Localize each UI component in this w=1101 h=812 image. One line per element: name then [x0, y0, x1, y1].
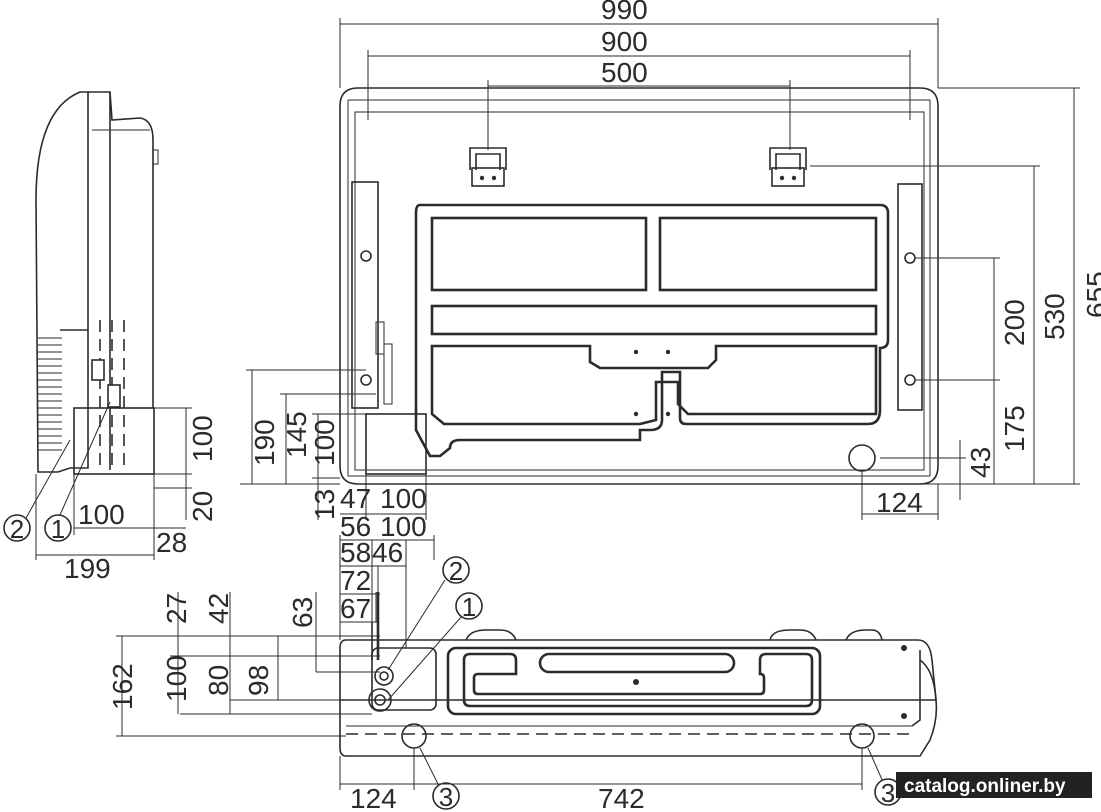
- front-dim-530: 530: [1039, 293, 1070, 340]
- front-dim-100-w: 100: [380, 483, 427, 514]
- top-slot: [538, 652, 736, 674]
- top-pipe-box: [371, 647, 437, 711]
- top-dim-98: 98: [243, 665, 274, 696]
- top-foot-right: [849, 723, 875, 749]
- side-callout-1: [44, 514, 72, 542]
- top-dim-42: 42: [203, 593, 234, 624]
- front-dim-43: 43: [965, 447, 996, 478]
- front-long-slot: [430, 304, 878, 336]
- front-dim-100-h: 100: [309, 419, 340, 466]
- top-callout-2-label: 2: [449, 556, 463, 586]
- watermark-background: [896, 772, 1092, 798]
- top-dim-67: 67: [340, 593, 371, 624]
- top-dim-80: 80: [203, 665, 234, 696]
- top-dim-100: 100: [380, 511, 427, 542]
- front-dim-47: 47: [340, 483, 371, 514]
- front-drain-pan-outline: [414, 203, 890, 458]
- top-drain-channel: [462, 652, 814, 708]
- top-dim-56: 56: [340, 511, 371, 542]
- front-dim-145: 145: [281, 411, 312, 458]
- side-dim-100-h: 100: [187, 415, 218, 462]
- right-hook: [769, 147, 807, 187]
- side-dim-199: 199: [64, 553, 111, 584]
- left-hook: [469, 147, 507, 187]
- watermark: catalog.onliner.by: [904, 776, 1066, 797]
- front-drain-hole: [848, 444, 876, 472]
- top-dim-27: 27: [161, 593, 192, 624]
- side-view: 2 1 100 28 199 100 20: [3, 91, 218, 584]
- top-callout-3-right-label: 3: [881, 778, 895, 808]
- top-dim-100: 100: [161, 655, 192, 702]
- side-rear-outline: [88, 91, 154, 408]
- front-dim-124: 124: [876, 487, 923, 518]
- front-dim-500: 500: [601, 57, 648, 88]
- side-pipe-1: [91, 359, 105, 381]
- side-callout-1-label: 1: [51, 514, 65, 544]
- top-dim-124: 124: [350, 783, 397, 812]
- mount-hole-lt: [360, 250, 372, 262]
- front-inner-frame: [354, 111, 925, 471]
- top-pipe-1: [374, 666, 394, 686]
- left-bracket: [351, 181, 379, 409]
- top-view: 56 100 58 46 72 67 162 27 100 42 80 98 6…: [107, 511, 938, 812]
- top-dim-46: 46: [372, 537, 403, 568]
- front-dim-13: 13: [309, 489, 340, 520]
- side-callout-2: [3, 514, 31, 542]
- top-dim-742: 742: [598, 783, 645, 812]
- front-dim-175: 175: [999, 405, 1030, 452]
- mount-hole-rb: [904, 374, 916, 386]
- side-body-outline: [35, 91, 89, 473]
- top-dim-72: 72: [340, 565, 371, 596]
- top-callout-2: [442, 556, 470, 584]
- top-outer-body: [339, 639, 938, 757]
- top-center-dot: [633, 679, 639, 685]
- front-dim-990: 990: [601, 0, 648, 25]
- front-panel-left: [430, 216, 648, 292]
- right-bracket: [897, 183, 923, 411]
- front-pipe-box: [365, 413, 427, 475]
- front-panel-right: [658, 216, 878, 292]
- top-dim-58: 58: [340, 537, 371, 568]
- front-dim-655: 655: [1081, 271, 1101, 318]
- side-base-box: [73, 407, 155, 475]
- side-dim-100-w: 100: [78, 499, 125, 530]
- side-grille: [38, 337, 62, 451]
- side-pipe-2: [107, 384, 121, 408]
- side-dim-28: 28: [156, 527, 187, 558]
- front-lower-channel: [430, 344, 878, 426]
- top-callout-3-left: [432, 782, 460, 810]
- side-clip: [152, 149, 159, 165]
- front-dim-200: 200: [999, 299, 1030, 346]
- top-dim-63: 63: [287, 597, 318, 628]
- front-dim-190: 190: [249, 419, 280, 466]
- top-callout-1: [455, 592, 483, 620]
- mount-hole-rt: [904, 252, 916, 264]
- front-view: 990 900 500 655 530 200 175 43 124 190 1: [240, 0, 1101, 520]
- side-callout-2-label: 2: [10, 514, 24, 544]
- side-dim-20: 20: [187, 491, 218, 522]
- front-dim-900: 900: [601, 26, 648, 57]
- top-callout-3-left-label: 3: [439, 782, 453, 812]
- mount-hole-lb: [360, 374, 372, 386]
- top-drain-pan: [446, 646, 822, 716]
- top-dim-162: 162: [107, 663, 138, 710]
- top-foot-left: [401, 723, 427, 749]
- top-callout-1-label: 1: [462, 592, 476, 622]
